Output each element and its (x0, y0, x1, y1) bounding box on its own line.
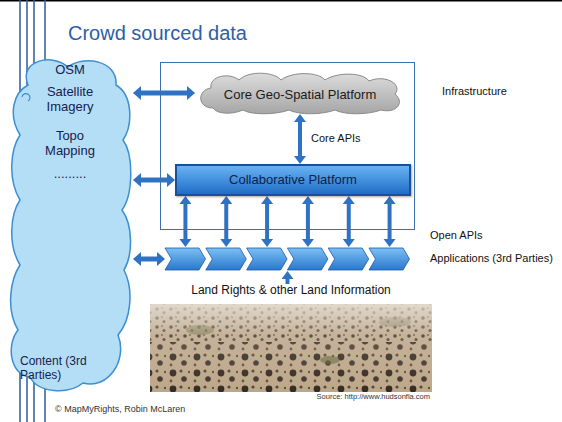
node-text: Satellite Imagery (30, 85, 110, 115)
platform-cloud: Core Geo-Spatial Platform (195, 72, 405, 114)
node-text: Infrastructure (442, 85, 507, 98)
node-text: Land Rights & other Land Information (150, 284, 432, 298)
node-text: Source: http://www.hudsonfla.com (317, 393, 430, 402)
node-text: Applications (3rd Parties) (430, 252, 553, 265)
node-text: Topo Mapping (30, 129, 110, 159)
connector-arrow (282, 271, 294, 284)
slide-label: © MapMyRights, Robin McLaren (55, 404, 185, 414)
connector-arrow (133, 252, 165, 266)
connector-arrow (133, 86, 195, 100)
infrastructure-frame: InfrastructureCore Geo-Spatial PlatformC… (160, 62, 415, 230)
node-text: OSM (30, 63, 110, 78)
platform-box: Collaborative Platform (175, 164, 411, 196)
aerial-photo (150, 304, 432, 392)
application-band: Applications (3rd Parties) (165, 247, 410, 271)
land-photo-panel: Land Rights & other Land InformationSour… (150, 284, 432, 404)
node-text: Core Geo-Spatial Platform (224, 87, 376, 102)
application-chevrons (165, 247, 410, 271)
connector-arrow (179, 196, 395, 247)
slide-label: Open APIs (430, 229, 483, 242)
edge-label: Core APIs (310, 132, 362, 145)
node-text: Content (3rd Parties) (20, 355, 100, 383)
connector-arrow (294, 114, 306, 164)
slide-title: Crowd sourced data (68, 22, 247, 45)
node-text: Collaborative Platform (229, 173, 357, 188)
node-text: ......... (30, 167, 110, 182)
connector-arrow (133, 173, 175, 187)
content-cloud: OSM Satellite ImageryTopo Mapping........… (8, 55, 133, 395)
